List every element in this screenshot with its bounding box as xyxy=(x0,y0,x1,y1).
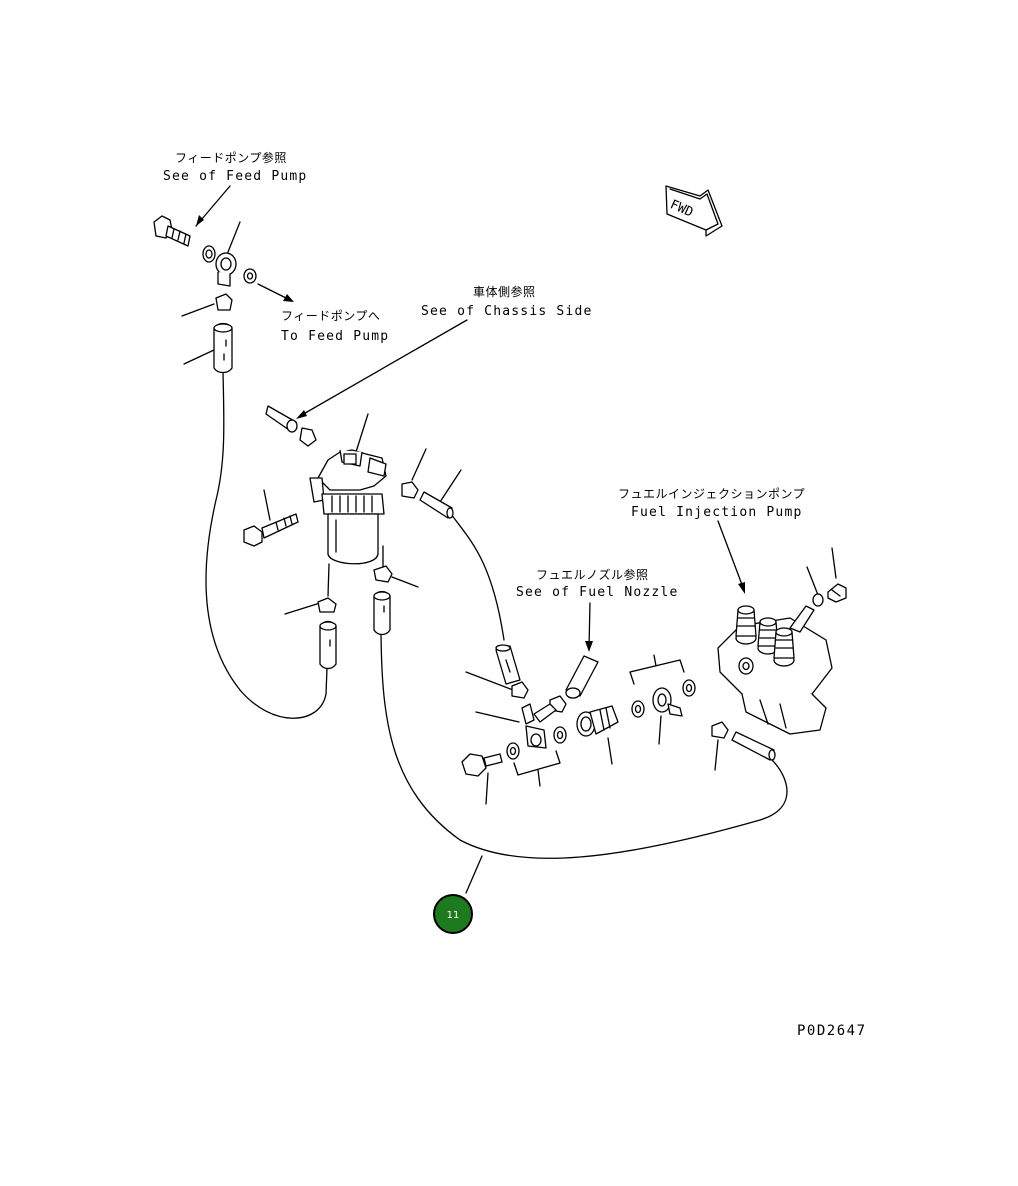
hose-sleeve-filter-bottom-right xyxy=(373,590,391,636)
bolt-pump-top xyxy=(827,583,847,603)
banjo-bolt-top xyxy=(153,215,191,247)
hose-clip-pump xyxy=(711,721,729,739)
hose-clip-filter-outlet xyxy=(401,481,419,499)
feed-pump-ref-en-label: See of Feed Pump xyxy=(163,169,307,184)
washer-lower-2-hole xyxy=(556,730,564,740)
filter-mount-bolt xyxy=(243,513,299,547)
hose-sleeve-nozzle xyxy=(495,644,521,685)
chassis-hose-sleeve xyxy=(265,405,298,433)
washer-pump-2-hole xyxy=(685,683,693,693)
forward-direction-icon: FWD xyxy=(665,185,723,237)
hose-sleeve-filter-outlet xyxy=(419,491,454,519)
fuel-nozzle-sleeve xyxy=(565,655,599,699)
fuel-nozzle-ref-en-label: See of Fuel Nozzle xyxy=(516,585,678,600)
elbow-fitting xyxy=(521,703,557,749)
hose-sleeve-filter-bottom-left xyxy=(319,620,337,670)
fuel-filter xyxy=(309,449,387,565)
injection-pump-en-label: Fuel Injection Pump xyxy=(631,505,803,520)
hose-clip-chassis xyxy=(299,427,317,447)
banjo-fitting-pump xyxy=(652,687,683,717)
callout-badge[interactable] xyxy=(433,894,473,934)
fuel-nozzle-ref-jp-label: フュエルノズル参照 xyxy=(536,567,649,582)
hose-clip-filter-bottom-right xyxy=(373,565,393,583)
to-feed-pump-en-label: To Feed Pump xyxy=(281,329,389,344)
feed-pump-ref-jp-label: フィードポンプ参照 xyxy=(175,150,287,165)
hose-clip-nozzle xyxy=(511,681,529,699)
washer-pump-top xyxy=(812,593,824,607)
washer-top-2-hole xyxy=(246,272,254,280)
washer-top-1-hole xyxy=(205,249,213,259)
callout-number: 11 xyxy=(447,910,460,921)
hose-clip-filter-bottom-left xyxy=(317,597,337,613)
fwd-label: FWD xyxy=(668,197,696,220)
to-feed-pump-jp-label: フィードポンプへ xyxy=(281,309,380,323)
injection-pump-jp-label: フュエルインジェクションポンプ xyxy=(618,487,805,501)
hose-sleeve-pump xyxy=(731,731,776,761)
chassis-ref-en-label: See of Chassis Side xyxy=(421,304,593,319)
chassis-ref-jp-label: 車体側参照 xyxy=(473,284,536,299)
bolt-lower-left xyxy=(461,753,503,777)
fuel-injection-pump xyxy=(717,605,833,735)
banjo-fitting-top xyxy=(215,252,237,287)
washer-lower-1-hole xyxy=(509,746,517,756)
callout-11[interactable]: 11 xyxy=(433,894,473,934)
hose-sleeve-top xyxy=(213,322,233,374)
leader-lines xyxy=(181,185,837,805)
hose-clip-top xyxy=(215,293,233,311)
washer-pump-1-hole xyxy=(634,704,642,714)
drawing-code: P0D2647 xyxy=(797,1023,867,1039)
connector-fitting xyxy=(576,705,619,737)
fuel-hoses xyxy=(205,371,788,894)
